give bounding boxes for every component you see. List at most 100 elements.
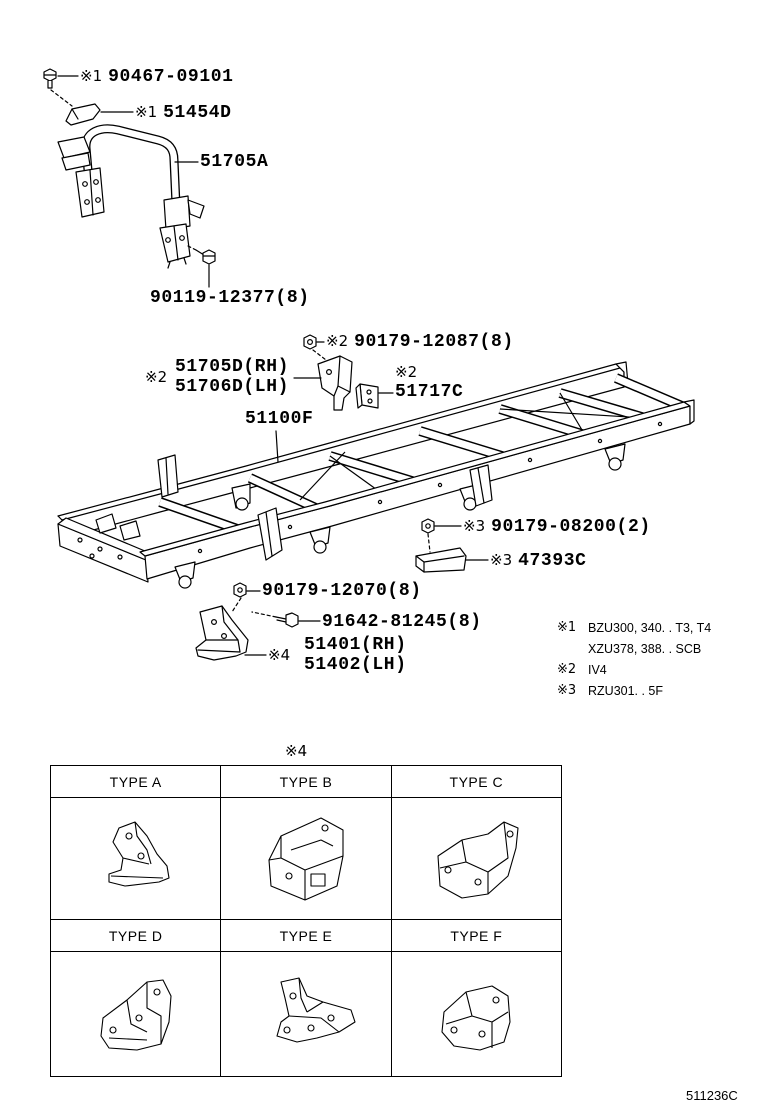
type-d-bracket-icon	[100, 979, 172, 1051]
note-row: XZU378, 388. . SCB	[557, 638, 711, 659]
note-text: XZU378, 388. . SCB	[588, 641, 702, 656]
type-b-bracket-icon	[268, 817, 344, 901]
nut-90179-12070-icon	[233, 582, 247, 598]
type-b-header: TYPE B	[220, 765, 392, 798]
bracket-47393c-icon	[415, 547, 467, 573]
far-rail-bracket	[157, 454, 179, 498]
note-text: BZU300, 340. . T3, T4	[588, 620, 712, 635]
part-number: 51705A	[200, 152, 269, 172]
nut-90179-08200-icon	[421, 518, 435, 534]
note-text: IV4	[588, 662, 607, 677]
type-f-cell	[390, 951, 563, 1077]
note-text: RZU301. . 5F	[588, 683, 664, 698]
note-row: ※2 IV4	[557, 659, 711, 680]
assembly-line-90179-12070	[231, 597, 242, 613]
callout-mark: ※1	[80, 67, 103, 85]
bracket-51401-icon	[195, 605, 249, 661]
bolt-91642-81245-icon	[275, 612, 299, 628]
type-a-header: TYPE A	[49, 765, 222, 798]
part-number-lh: 51706D(LH)	[175, 377, 290, 397]
plate-51717c-icon	[355, 383, 379, 409]
callout-51717c: ※2 51717C	[395, 362, 463, 402]
frame-mount	[309, 526, 331, 554]
crossmembers	[158, 373, 686, 535]
callout-51454d: ※1 51454D	[135, 102, 232, 123]
type-d-header: TYPE D	[49, 919, 222, 952]
crossmember	[558, 388, 647, 423]
crossmember	[614, 373, 686, 412]
figure-code: 511236C	[686, 1088, 738, 1103]
type-b-cell	[220, 797, 392, 920]
crossmember	[328, 451, 417, 487]
callout-mark: ※3	[490, 551, 513, 569]
type-c-cell	[390, 797, 563, 920]
leader-51100f	[275, 430, 279, 463]
callout-mark: ※2	[395, 363, 418, 381]
note-row: ※3 RZU301. . 5F	[557, 680, 711, 701]
callout-51100f: 51100F	[245, 409, 313, 429]
spring-hanger	[469, 464, 493, 507]
type-e-cell	[220, 951, 392, 1077]
bracket-51705d-icon	[317, 355, 353, 411]
callout-mark: ※3	[463, 517, 486, 535]
type-e-header: TYPE E	[220, 919, 392, 952]
callout-mark: ※2	[326, 332, 349, 350]
cap-51454d-icon	[65, 103, 101, 126]
part-number: 90179-12070(8)	[262, 581, 422, 601]
part-number: 51454D	[163, 103, 232, 123]
note-mark: ※1	[557, 620, 577, 635]
assembly-line-91642	[251, 611, 277, 618]
type-a-cell	[49, 797, 222, 920]
assembly-line-90119	[187, 245, 197, 251]
callout-47393c: ※3 47393C	[490, 550, 587, 571]
part-number: 90467-09101	[108, 67, 234, 87]
part-number-rh: 51705D(RH)	[175, 357, 290, 377]
bolt-90119-12377-icon	[195, 249, 216, 265]
part-number: 51100F	[245, 409, 314, 429]
callout-90179-08200: ※3 90179-08200(2)	[463, 516, 651, 537]
brace	[299, 451, 346, 501]
type-c-header: TYPE C	[390, 765, 563, 798]
callout-mark: ※4	[268, 646, 291, 664]
type-f-bracket-icon	[441, 985, 511, 1051]
callout-90119-12377: 90119-12377(8)	[150, 288, 310, 308]
type-table: TYPE A TYPE B TYPE C	[49, 765, 563, 1077]
callout-90467-09101: ※1 90467-09101	[80, 66, 234, 87]
type-a-bracket-icon	[108, 821, 170, 887]
nut-90179-12087-icon	[303, 334, 317, 350]
brace	[329, 455, 381, 493]
assembly-line-90179-12087	[312, 349, 327, 361]
part-number: 90179-08200(2)	[491, 517, 651, 537]
callout-51401-51402: ※4 51401(RH) 51402(LH)	[268, 635, 407, 675]
part-number-lh: 51402(LH)	[304, 655, 407, 675]
parts-diagram	[43, 68, 695, 661]
callout-51705a: 51705A	[200, 152, 268, 172]
callout-90179-12070: 90179-12070(8)	[262, 581, 422, 601]
callout-mark: ※1	[135, 103, 158, 121]
crossmember	[158, 497, 242, 535]
crossmember	[247, 473, 321, 514]
assembly-line-90179-08200	[427, 533, 431, 553]
part-number-rh: 51401(RH)	[304, 635, 407, 655]
part-number: 51717C	[395, 382, 464, 402]
callout-mark: ※2	[145, 368, 168, 386]
type-f-header: TYPE F	[390, 919, 563, 952]
spring-hanger	[257, 507, 283, 561]
part-number: 47393C	[518, 551, 587, 571]
frame-mount	[604, 443, 626, 471]
part-number: 90119-12377(8)	[150, 288, 310, 308]
type-c-bracket-icon	[437, 821, 519, 899]
bracket-51705a-icon	[57, 124, 205, 269]
type-table-mark: ※4	[285, 742, 308, 760]
callout-91642-81245: 91642-81245(8)	[322, 612, 482, 632]
part-number: 91642-81245(8)	[322, 612, 482, 632]
type-e-bracket-icon	[276, 977, 356, 1043]
note-mark: ※2	[557, 662, 577, 677]
bolt-90467-09101-icon	[43, 68, 57, 89]
frame-mount	[174, 561, 196, 589]
applicability-notes: ※1 BZU300, 340. . T3, T4 XZU378, 388. . …	[557, 617, 711, 701]
frame-51100f-icon	[57, 361, 695, 589]
assembly-line-90467	[50, 89, 73, 107]
